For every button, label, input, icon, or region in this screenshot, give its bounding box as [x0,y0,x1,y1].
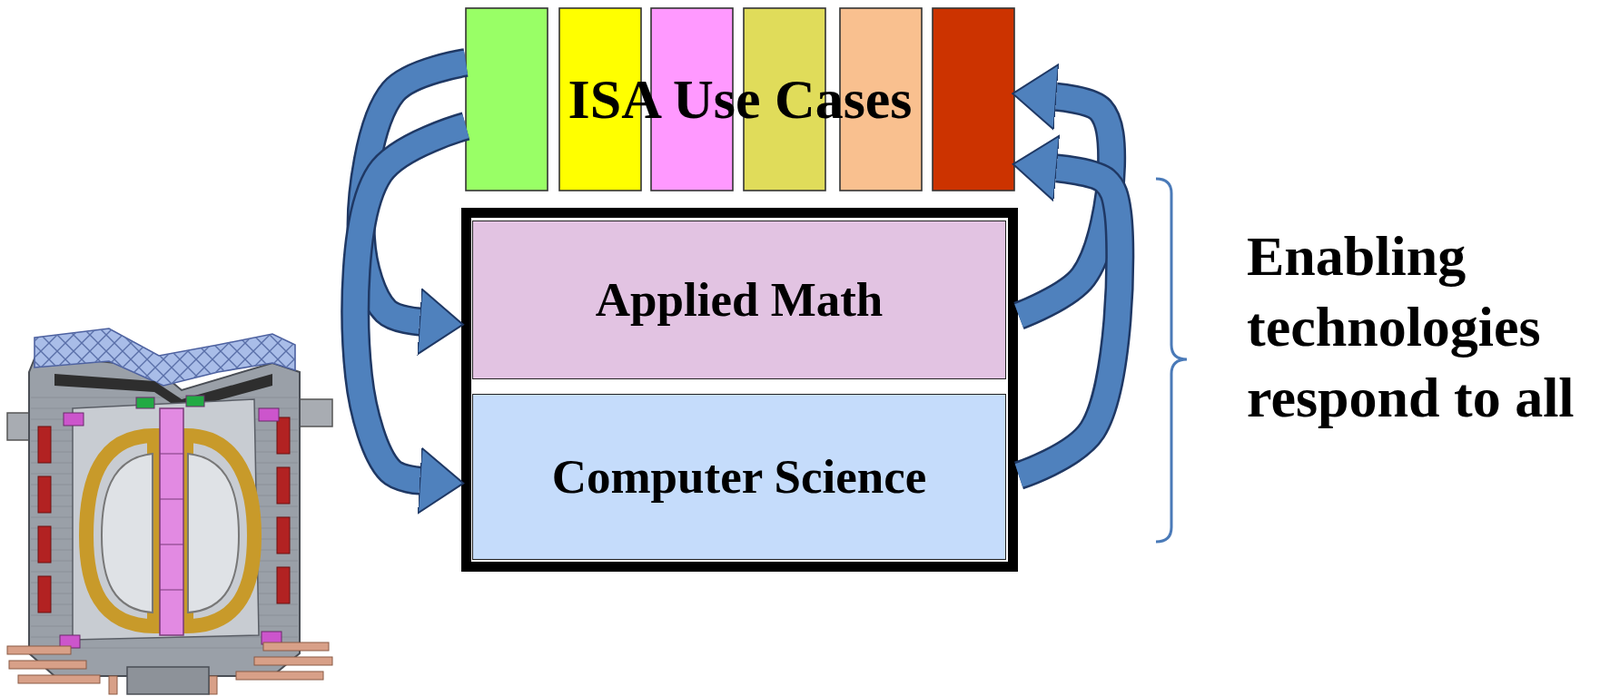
flow-arrow [1018,97,1112,317]
feeder-pipes [7,642,333,695]
toroidal-coil [86,435,155,627]
enabling-frame [466,213,1014,568]
arrow-body [1018,97,1112,317]
flow-arrow [1018,167,1120,476]
use-case-group: ISA Use Cases [465,8,1015,191]
arrow-body [1018,167,1120,476]
use-case-columns [465,8,1015,191]
flow-arrow [355,126,466,482]
box-title: Computer Science [552,449,928,505]
arrow-outline [1018,167,1120,476]
poloidal-coils [59,395,282,649]
side-note: Enabling technologies respond to all [1246,220,1592,434]
body-ribs [30,390,298,654]
use-case-column [465,8,548,191]
vacuum-vessel [101,454,153,613]
vacuum-vessel [187,454,239,613]
arrow-body [355,126,466,482]
use-case-column [932,8,1015,191]
arrow-outline [1018,97,1112,317]
bracket [1155,178,1187,543]
cryostat-body [29,354,300,677]
tokamak-illustration [7,328,333,695]
solenoid-modules [159,454,184,591]
arrow-outline [355,126,466,482]
box-title: Applied Math [595,272,884,328]
toroidal-coil [186,435,255,627]
cs-band: Computer Science [472,394,1007,561]
port [296,399,333,427]
box-title: ISA Use Cases [568,67,913,132]
base-plinth [127,667,209,695]
central-solenoid [159,408,184,636]
math-band: Applied Math [472,220,1007,380]
inner-cavity [72,399,259,641]
